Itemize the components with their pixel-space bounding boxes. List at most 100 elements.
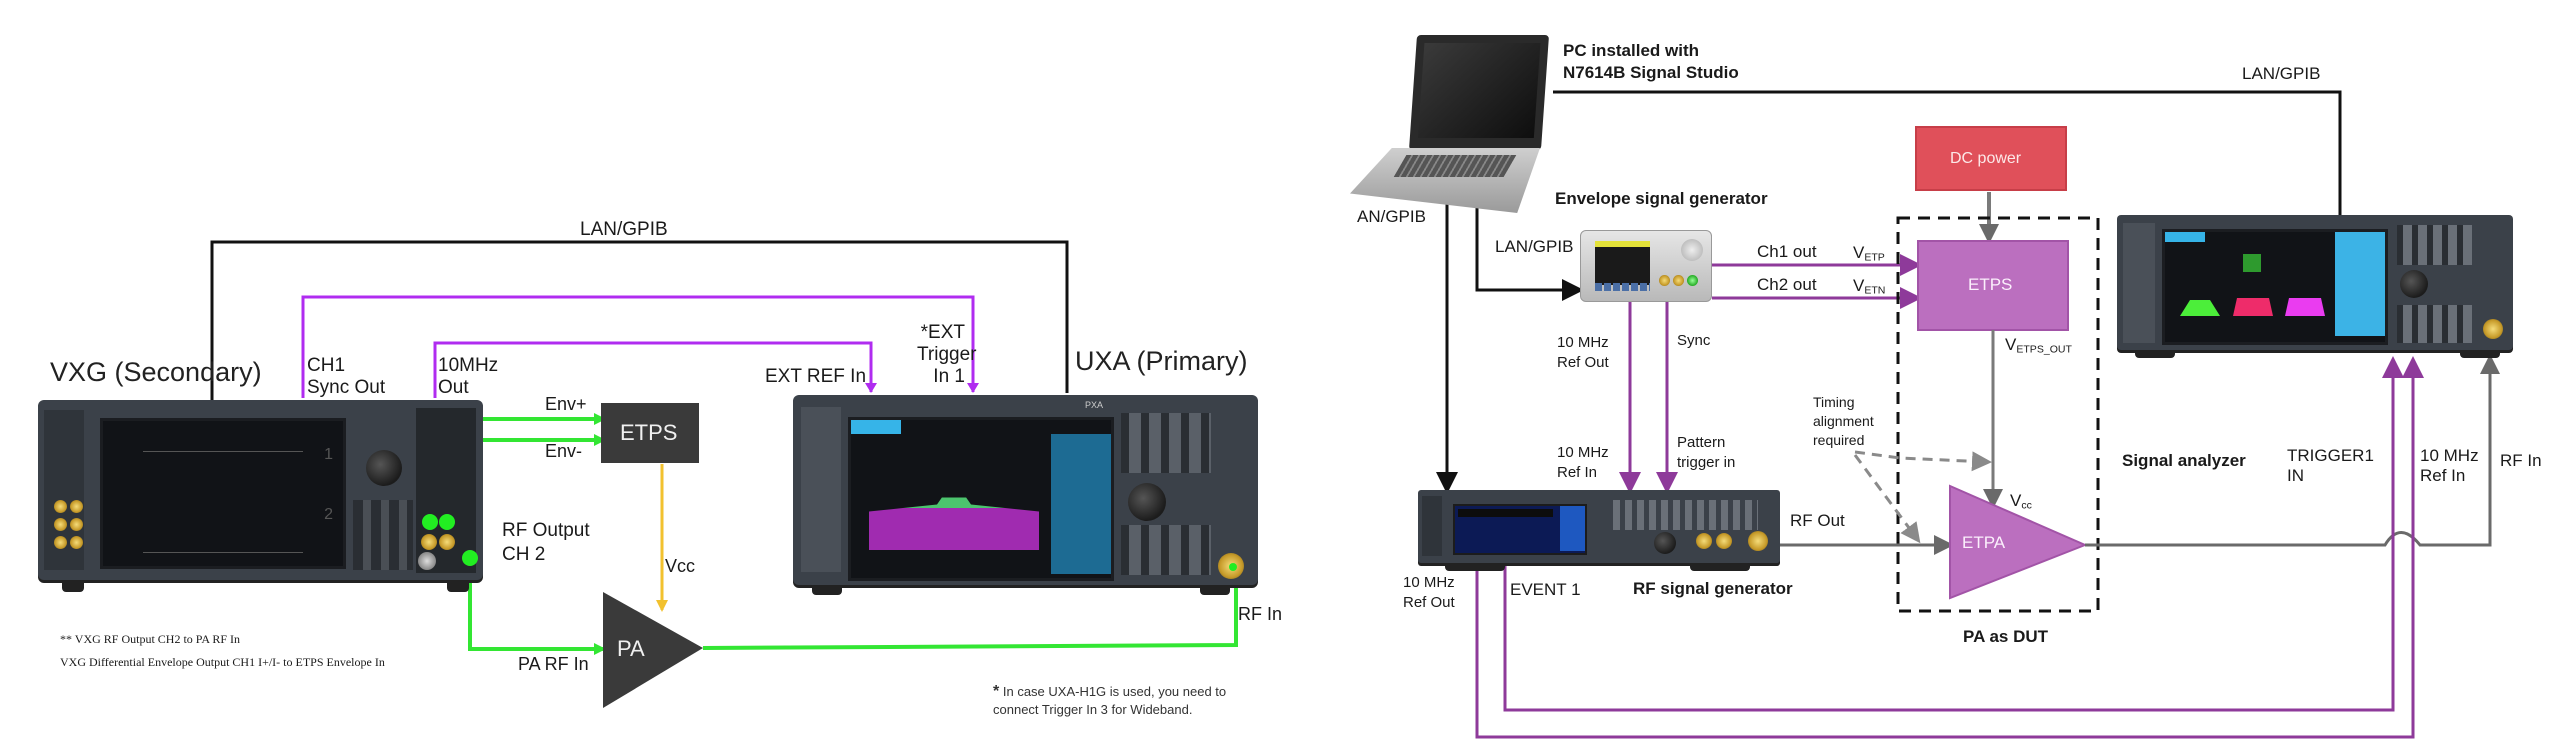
- ref-in-gen-line1: 10 MHz: [1557, 444, 1609, 461]
- uxa-foot: [812, 585, 842, 595]
- trigger1-in-label: TRIGGER1 IN: [2287, 446, 2374, 486]
- pattern-trigger-line1: Pattern: [1677, 434, 1726, 451]
- etps-left-label: ETPS: [620, 420, 678, 445]
- rf-output-line2: CH 2: [502, 544, 546, 565]
- v-etps-out-label: VETPS_OUT: [2005, 335, 2072, 356]
- pa-triangle: [603, 592, 703, 708]
- ten-mhz-ref-out-gen-label: 10 MHz Ref Out: [1403, 573, 1455, 613]
- wire-ch1-sync-to-ext-trigger: [301, 295, 979, 398]
- wire-etpa-to-analyzer-rf-in: [2085, 354, 2500, 547]
- wire-10mhz-out-to-ref-in: [1475, 356, 2424, 739]
- ten-mhz-ref-in-sa-label: 10 MHz Ref In: [2420, 446, 2479, 486]
- env-minus-port: [439, 514, 455, 530]
- vxg-block-diagram: [143, 451, 303, 553]
- vxg-rotary-knob: [366, 450, 402, 486]
- vcc-left-label: Vcc: [665, 556, 696, 576]
- analyzer-numpad: [2397, 305, 2472, 343]
- pattern-trigger-in-label: Pattern trigger in: [1677, 433, 1735, 473]
- footnote-line1: * In case UXA-H1G is used, you need to: [993, 683, 1226, 701]
- rf-out-label: RF Out: [1790, 511, 1845, 530]
- timing-alignment-label: Timing alignment required: [1813, 393, 1874, 450]
- laptop-lid: [1408, 35, 1550, 150]
- v-etp-sub: ETP: [1864, 251, 1885, 264]
- uxa-rotary-knob: [1128, 483, 1166, 521]
- uxa-side-panel: [801, 407, 841, 572]
- wire-event1-to-trigger1-in: [1503, 356, 2404, 712]
- timing-arrow-vcc: [1854, 450, 1992, 472]
- envelope-gen-sync-port: [1687, 275, 1698, 286]
- uxa-instrument: PXA: [793, 395, 1258, 585]
- env-minus-label: Env-: [545, 441, 583, 461]
- uxa-model-label: PXA: [1085, 400, 1104, 410]
- footnote-text1: In case UXA-H1G is used, you need to: [1002, 684, 1227, 699]
- vxg-title: VXG (Secondary): [50, 357, 262, 387]
- trigger1-line1: TRIGGER1: [2287, 446, 2374, 465]
- analyzer-tab: [2165, 232, 2205, 242]
- footnote: * In case UXA-H1G is used, you need to c…: [993, 683, 1226, 719]
- ten-mhz-out-line2: Out: [438, 377, 469, 398]
- wire-rf-output-to-pa: [468, 558, 606, 655]
- pc-label: PC installed with N7614B Signal Studio: [1563, 40, 1739, 84]
- event-1-label: EVENT 1: [1510, 580, 1581, 599]
- envelope-signal-generator: [1580, 230, 1712, 302]
- analyzer-trace-green: [2180, 300, 2220, 316]
- ext-trigger-line3: In 1: [933, 366, 965, 387]
- analyzer-constellation: [2243, 254, 2261, 272]
- pc-laptop: [1345, 33, 1560, 223]
- ref-in-sa-line2: Ref In: [2420, 466, 2466, 485]
- rf-gen-screen-panel: [1560, 506, 1585, 551]
- dc-power-box: [1915, 126, 2067, 191]
- rf-gen-keypad: [1608, 500, 1758, 530]
- timing-line1: Timing: [1813, 394, 1855, 410]
- ext-trigger-line1: *EXT: [920, 322, 965, 343]
- pa-label: PA: [617, 636, 645, 661]
- pc-label-line2: N7614B Signal Studio: [1563, 63, 1739, 82]
- envelope-gen-knob: [1681, 239, 1703, 261]
- ten-mhz-out-label: 10MHz Out: [438, 355, 498, 399]
- analyzer-rf-in-port: [2483, 319, 2503, 339]
- vxg-connector: [54, 500, 67, 513]
- lan-gpib-top-label: LAN/GPIB: [2242, 64, 2321, 83]
- v-etn-main: V: [1853, 276, 1865, 295]
- uxa-screen-tab: [851, 420, 901, 434]
- rf-gen-foot: [1445, 563, 1505, 571]
- rf-gen-screen: [1453, 504, 1587, 555]
- envelope-gen-softkeys: [1595, 283, 1650, 291]
- rf-gen-knob: [1654, 532, 1676, 554]
- analyzer-side-panel: [2123, 223, 2155, 343]
- ch1-out-label: Ch1 out: [1757, 242, 1817, 261]
- vxg-connector: [54, 518, 67, 531]
- pa-as-dut-label: PA as DUT: [1963, 627, 2049, 646]
- vxg-screen: 1 2: [100, 418, 346, 569]
- ch1-sync-out-label: CH1 Sync Out: [307, 355, 385, 399]
- ch1-sync-out-line2: Sync Out: [307, 377, 386, 398]
- wire-pc-to-envelope-gen: [1475, 195, 1584, 301]
- uxa-spectrum-trace: [869, 480, 1039, 550]
- env-plus-port: [422, 514, 438, 530]
- timing-line3: required: [1813, 432, 1865, 448]
- vxg-rf-output-ch1: [418, 552, 436, 570]
- uxa-screen: [848, 417, 1114, 581]
- analyzer-foot: [2460, 350, 2500, 358]
- rf-signal-generator-title: RF signal generator: [1633, 579, 1793, 598]
- ch2-out-label: Ch2 out: [1757, 275, 1817, 294]
- uxa-rf-in-dot: [1229, 563, 1237, 571]
- v-etn-label: VETN: [1853, 276, 1885, 297]
- pa-rf-in-label: PA RF In: [518, 654, 589, 674]
- wire-10mhz-to-ext-ref: [433, 341, 877, 398]
- rf-gen-left-panel: [1422, 496, 1442, 556]
- vxg-foot: [62, 580, 84, 592]
- rf-gen-port: [1696, 533, 1712, 549]
- ref-out-env-line2: Ref Out: [1557, 354, 1609, 371]
- laptop-keyboard: [1393, 155, 1517, 177]
- envelope-gen-title: Envelope signal generator: [1555, 189, 1768, 208]
- ext-trigger-in-label: *EXT Trigger In 1: [917, 322, 976, 388]
- v-etps-out-sub: ETPS_OUT: [2016, 343, 2072, 356]
- etps-box-left: [601, 403, 699, 463]
- ref-in-gen-line2: Ref In: [1557, 464, 1598, 481]
- footnote-line2: connect Trigger In 3 for Wideband.: [993, 702, 1193, 717]
- uxa-title: UXA (Primary): [1075, 346, 1248, 376]
- ref-out-gen-line1: 10 MHz: [1403, 574, 1455, 591]
- analyzer-rf-in-label: RF In: [2500, 451, 2542, 470]
